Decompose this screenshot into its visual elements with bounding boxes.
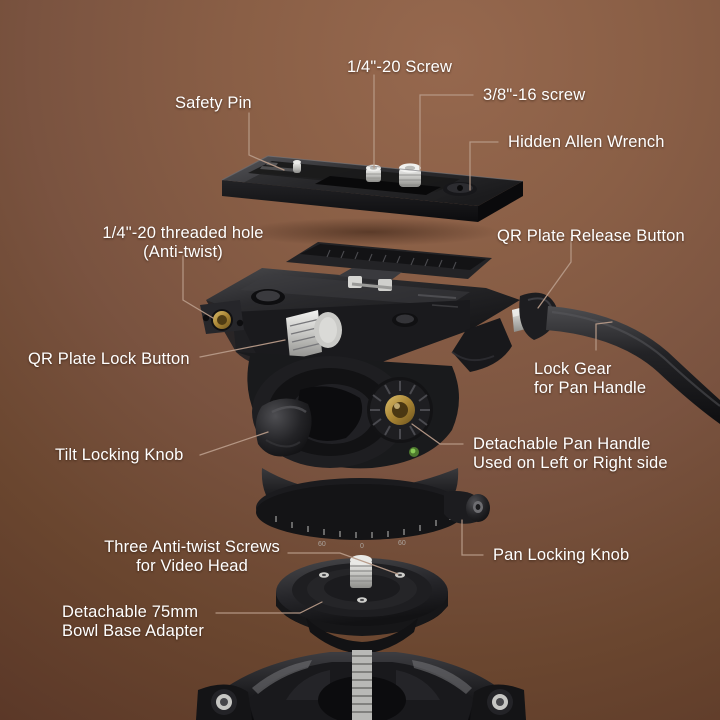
label-qr-plate-release-button: QR Plate Release Button	[497, 227, 685, 245]
leader-three-eighths-16-screw	[419, 94, 474, 171]
label-quarter-20-screw: 1/4"-20 Screw	[347, 58, 453, 76]
label-anti-twist-screws: Three Anti-twist Screws for Video Head	[104, 538, 280, 575]
hidden-allen-wrench-part	[443, 182, 477, 196]
svg-text:0: 0	[360, 543, 364, 550]
safety-pin-part	[293, 160, 301, 173]
leg-hinge-right	[470, 684, 526, 720]
leader-lines	[182, 74, 613, 614]
leader-hidden-allen-wrench	[469, 141, 499, 191]
anti-twist-screws-part	[319, 572, 405, 603]
pan-locking-knob-part	[444, 491, 490, 524]
qr-clamp	[338, 268, 402, 291]
leader-detachable-pan-handle	[411, 423, 464, 445]
leader-qr-plate-release	[537, 237, 572, 309]
label-lock-gear-for-pan-handle: Lock Gear for Pan Handle	[534, 360, 647, 397]
leader-safety-pin	[248, 112, 285, 171]
three-eighths-16-screw-part	[399, 163, 421, 187]
pan-handle-gear-mount	[367, 377, 433, 443]
leader-qr-plate-lock	[199, 339, 286, 358]
threaded-hole-part	[200, 300, 244, 334]
tilt-and-gear	[236, 352, 459, 469]
svg-text:60: 60	[318, 541, 326, 548]
qr-plate-lock-button-part	[286, 310, 342, 360]
leader-anti-twist-screws	[287, 552, 399, 575]
leader-tilt-locking-knob	[199, 431, 269, 456]
label-tilt-locking-knob: Tilt Locking Knob	[55, 446, 184, 464]
tilt-locking-knob-part	[255, 398, 312, 457]
quick-release-plate	[221, 155, 524, 246]
label-detachable-pan-handle: Detachable Pan Handle Used on Left or Ri…	[473, 435, 668, 472]
leader-pan-locking-knob	[461, 519, 484, 556]
leader-threaded-hole	[182, 255, 214, 319]
pan-handle	[519, 292, 720, 424]
label-pan-locking-knob: Pan Locking Knob	[493, 546, 630, 564]
leg-hinge-left	[196, 684, 252, 720]
label-three-eighths-16-screw: 3/8"-16 screw	[483, 86, 586, 104]
label-safety-pin: Safety Pin	[175, 94, 252, 112]
label-threaded-hole: 1/4"-20 threaded hole (Anti-twist)	[102, 224, 264, 261]
bowl-base-adapter	[276, 555, 448, 654]
label-hidden-allen-wrench: Hidden Allen Wrench	[508, 133, 665, 151]
head-body	[200, 242, 538, 372]
tripod-spider	[196, 650, 526, 720]
svg-text:60: 60	[398, 540, 406, 547]
label-qr-plate-lock-button: QR Plate Lock Button	[28, 350, 190, 368]
graduated-pan-base: 60 0 60	[256, 468, 490, 550]
leader-bowl-base-adapter	[215, 601, 323, 614]
leader-lock-gear	[595, 321, 613, 351]
label-bowl-base-adapter: Detachable 75mm Bowl Base Adapter	[62, 603, 204, 640]
